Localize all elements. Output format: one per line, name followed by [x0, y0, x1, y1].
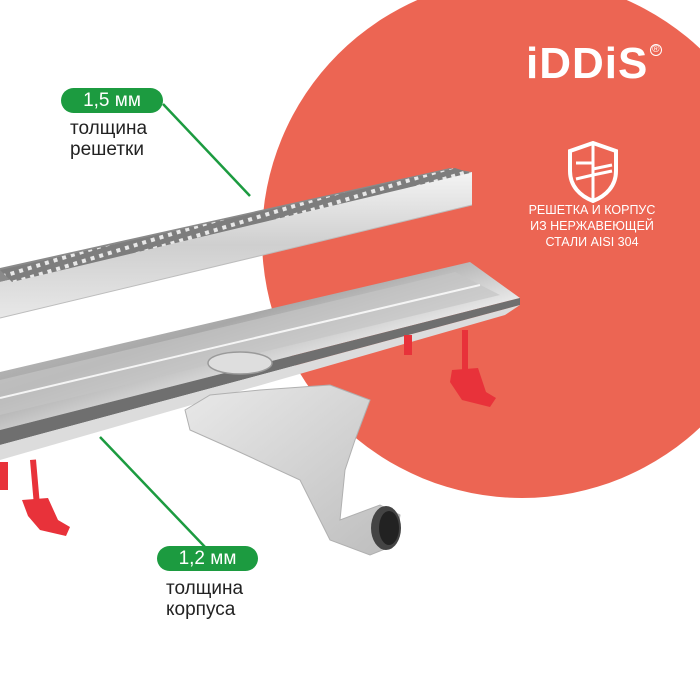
shield-icon [568, 141, 618, 203]
body-thickness-caption: толщина корпуса [166, 578, 243, 620]
caption-line: решетки [70, 139, 144, 160]
grate-leader-line [162, 103, 251, 197]
brand-logo: iDDiS ® [526, 39, 663, 88]
body-leader-line [99, 436, 206, 548]
body-thickness-badge: 1,2 мм [157, 546, 258, 571]
logo-text: iDDiS [526, 39, 649, 88]
grate-thickness-caption: толщина решетки [70, 118, 147, 160]
siphon [184, 384, 401, 556]
caption-line: корпуса [166, 599, 236, 620]
feature-line: ИЗ НЕРЖАВЕЮЩЕЙ [530, 219, 654, 233]
caption-line: толщина [70, 118, 148, 139]
grate [0, 168, 473, 319]
adjustable-legs [0, 330, 496, 536]
caption-line: толщина [166, 578, 244, 599]
grate-thickness-badge: 1,5 мм [61, 88, 163, 113]
feature-line: СТАЛИ AISI 304 [545, 235, 639, 249]
feature-line: РЕШЕТКА И КОРПУС [528, 203, 656, 217]
feature-text: РЕШЕТКА И КОРПУС ИЗ НЕРЖАВЕЮЩЕЙ СТАЛИ AI… [522, 202, 662, 250]
registered-mark: ® [650, 44, 663, 56]
